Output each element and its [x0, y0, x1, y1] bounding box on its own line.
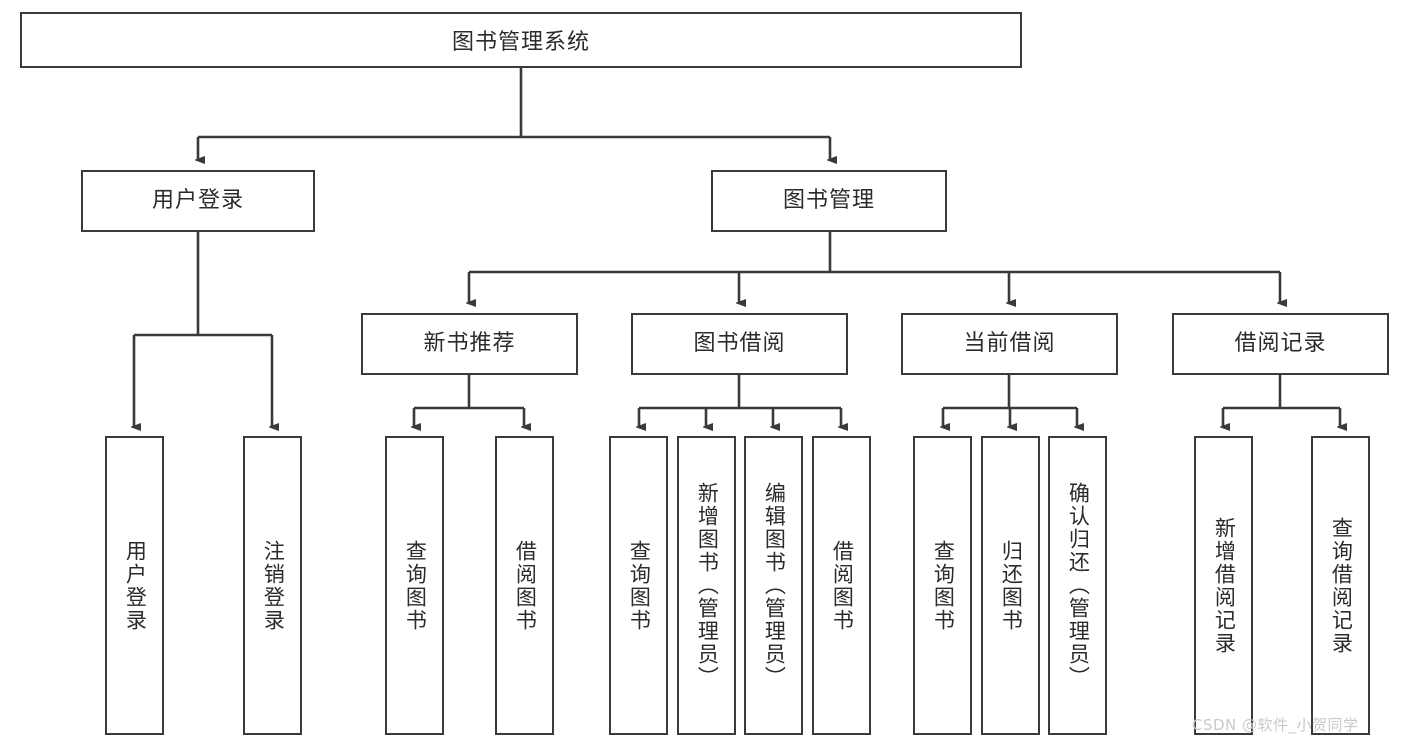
- node-book-management[interactable]: 图书管理: [711, 170, 947, 232]
- leaf-label: 借阅图书: [830, 539, 855, 632]
- leaf-label: 编辑图书（管理员）: [762, 482, 787, 689]
- leaf-user-login-logout[interactable]: 注销登录: [243, 436, 302, 735]
- leaf-label: 查询图书: [403, 539, 428, 632]
- leaf-current-confirm-return-admin[interactable]: 确认归还（管理员）: [1048, 436, 1107, 735]
- node-new-book-recommend[interactable]: 新书推荐: [361, 313, 578, 375]
- leaf-record-query[interactable]: 查询借阅记录: [1311, 436, 1370, 735]
- node-current-borrow-label: 当前借阅: [963, 331, 1056, 356]
- node-user-login-label: 用户登录: [151, 188, 244, 213]
- leaf-borrow-borrow-book[interactable]: 借阅图书: [812, 436, 871, 735]
- node-current-borrow[interactable]: 当前借阅: [901, 313, 1118, 375]
- leaf-user-login-login[interactable]: 用户登录: [105, 436, 164, 735]
- leaf-new-book-query[interactable]: 查询图书: [385, 436, 444, 735]
- node-borrow-record[interactable]: 借阅记录: [1172, 313, 1389, 375]
- leaf-label: 查询图书: [931, 539, 956, 632]
- leaf-borrow-add-book-admin[interactable]: 新增图书（管理员）: [677, 436, 736, 735]
- node-book-management-label: 图书管理: [782, 188, 875, 213]
- node-book-borrow[interactable]: 图书借阅: [631, 313, 848, 375]
- leaf-current-return-book[interactable]: 归还图书: [981, 436, 1040, 735]
- leaf-label: 借阅图书: [513, 539, 538, 632]
- leaf-label: 新增借阅记录: [1212, 516, 1237, 655]
- node-book-borrow-label: 图书借阅: [693, 331, 786, 356]
- leaf-borrow-edit-book-admin[interactable]: 编辑图书（管理员）: [744, 436, 803, 735]
- leaf-new-book-borrow[interactable]: 借阅图书: [495, 436, 554, 735]
- leaf-label: 查询借阅记录: [1329, 516, 1354, 655]
- leaf-label: 新增图书（管理员）: [695, 482, 720, 689]
- node-new-book-recommend-label: 新书推荐: [423, 331, 516, 356]
- node-root-label: 图书管理系统: [451, 30, 590, 55]
- node-borrow-record-label: 借阅记录: [1234, 331, 1327, 356]
- leaf-label: 确认归还（管理员）: [1066, 482, 1091, 689]
- leaf-label: 用户登录: [123, 539, 148, 632]
- leaf-label: 查询图书: [627, 539, 652, 632]
- leaf-borrow-query-book[interactable]: 查询图书: [609, 436, 668, 735]
- leaf-current-query-book[interactable]: 查询图书: [913, 436, 972, 735]
- leaf-label: 归还图书: [999, 539, 1024, 632]
- node-root-system[interactable]: 图书管理系统: [20, 12, 1022, 68]
- leaf-label: 注销登录: [261, 539, 286, 632]
- leaf-record-add[interactable]: 新增借阅记录: [1194, 436, 1253, 735]
- node-user-login[interactable]: 用户登录: [81, 170, 315, 232]
